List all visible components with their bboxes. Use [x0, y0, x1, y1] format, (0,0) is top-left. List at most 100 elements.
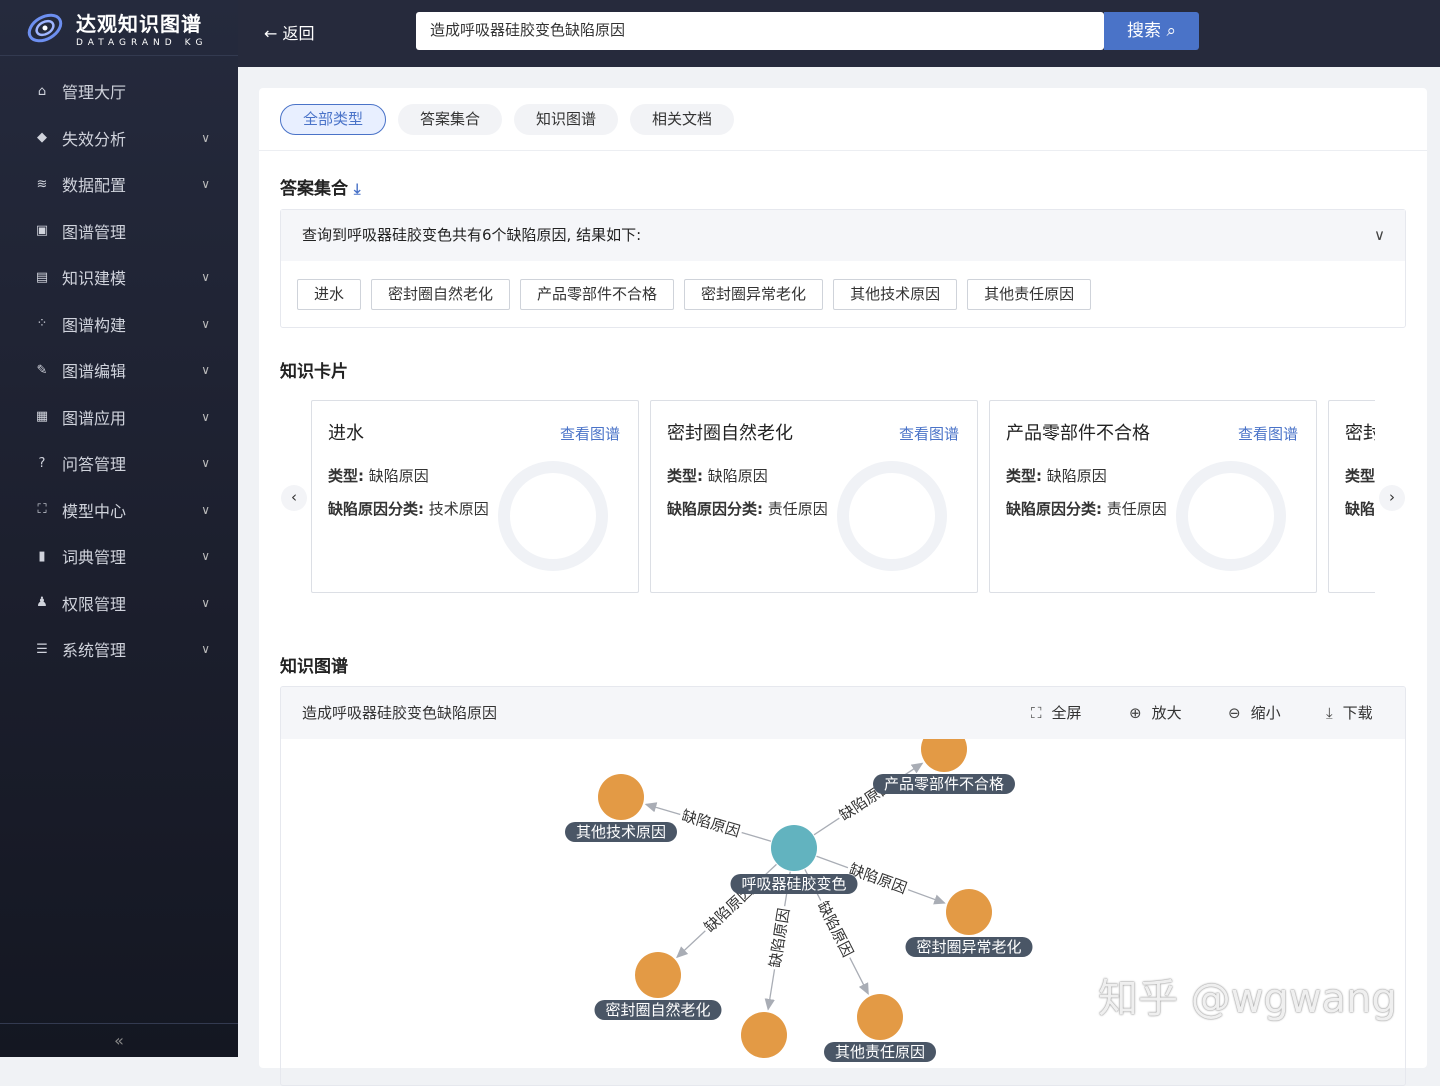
- node-label: 产品零部件不合格: [884, 775, 1004, 793]
- sidebar-item-10[interactable]: ▮词典管理∨: [0, 533, 238, 580]
- tab-3[interactable]: 相关文档: [630, 103, 735, 135]
- chevron-down-icon: ∨: [201, 130, 210, 145]
- view-graph-link[interactable]: 查看图谱: [898, 425, 959, 443]
- sidebar-item-6[interactable]: ✎ 图谱编辑 ∨: [0, 347, 238, 394]
- sidebar-item-label: 图谱编辑: [62, 362, 127, 382]
- card-type: 类型: 缺陷原因: [328, 465, 622, 486]
- cube-icon: ◆: [37, 130, 47, 146]
- view-graph-link[interactable]: 查看图谱: [559, 425, 620, 443]
- graph-node[interactable]: [598, 774, 644, 820]
- edge-label: 缺陷原因: [814, 898, 857, 960]
- graph-node[interactable]: [857, 994, 903, 1040]
- fullscreen-button[interactable]: ⛶全屏: [1031, 687, 1082, 739]
- chevron-down-icon: ∨: [201, 363, 210, 378]
- arrow-left-icon: ←: [264, 24, 278, 43]
- sidebar-item-3[interactable]: ▣图谱管理: [0, 208, 238, 255]
- node-label-bg: [905, 937, 1033, 957]
- download-button[interactable]: ⤓下载: [1326, 687, 1373, 739]
- sidebar-item-0[interactable]: ⌂ 管理大厅: [0, 68, 238, 115]
- card-type: 类型: 缺陷原因: [1006, 465, 1300, 486]
- knowledge-card: 进水 查看图谱 类型: 缺陷原因 缺陷原因分类: 技术原因: [311, 400, 639, 593]
- sidebar-item-label: 图谱应用: [62, 408, 127, 428]
- sidebar-item-12[interactable]: ☰系统管理∨: [0, 626, 238, 673]
- edit-icon: ✎: [36, 362, 48, 378]
- sidebar-item-label: 图谱管理: [62, 222, 127, 242]
- node-label: 密封圈异常老化: [916, 938, 1021, 956]
- chevron-down-icon[interactable]: ∨: [1374, 226, 1385, 244]
- chevron-down-icon: ∨: [201, 549, 210, 564]
- card-title: 产品零部件不合格: [1006, 423, 1150, 444]
- view-graph-link[interactable]: 查看图谱: [1237, 425, 1298, 443]
- graph-center-node[interactable]: [771, 825, 817, 871]
- answer-chip[interactable]: 其他技术原因: [833, 279, 958, 310]
- edge-label-bg: [765, 904, 794, 971]
- answer-chips: 进水密封圈自然老化产品零部件不合格密封圈异常老化其他技术原因其他责任原因: [281, 261, 1405, 310]
- layout-icon: ▤: [35, 269, 49, 285]
- knowledge-card: 密封圈异常老化 查看图谱 类型: 缺陷原因 缺陷原因分类:: [1328, 400, 1375, 593]
- knowledge-card: 产品零部件不合格 查看图谱 类型: 缺陷原因 缺陷原因分类: 责任原因: [989, 400, 1317, 593]
- cards-prev-button[interactable]: ‹: [281, 485, 307, 511]
- center-label-bg: [730, 874, 858, 894]
- node-label-bg: [565, 822, 677, 842]
- answer-chip[interactable]: 进水: [297, 279, 362, 310]
- tab-1[interactable]: 答案集合: [398, 103, 503, 135]
- sidebar-item-label: 管理大厅: [62, 83, 127, 103]
- answer-chip[interactable]: 密封圈异常老化: [684, 279, 824, 310]
- graph-section-title: 知识图谱: [280, 657, 348, 677]
- answer-box: 查询到呼吸器硅胶变色共有6个缺陷原因, 结果如下:∨ 进水密封圈自然老化产品零部…: [280, 209, 1406, 328]
- graph-node[interactable]: [741, 1012, 787, 1058]
- cards-next-button[interactable]: ›: [1379, 485, 1405, 511]
- node-label: 密封圈自然老化: [605, 1001, 710, 1019]
- card-title: 进水: [328, 423, 364, 444]
- model-icon: ⛶: [37, 502, 47, 518]
- search-input[interactable]: [416, 12, 1104, 50]
- sidebar-item-9[interactable]: ⛶模型中心∨: [0, 487, 238, 534]
- zoom-in-button[interactable]: ⊕放大: [1129, 687, 1182, 739]
- chevron-down-icon: ∨: [201, 409, 210, 424]
- download-icon[interactable]: ⤓: [353, 180, 361, 198]
- zoom-out-button[interactable]: ⊖缩小: [1228, 687, 1281, 739]
- sidebar-item-label: 失效分析: [62, 129, 127, 149]
- edge-label: 缺陷原因: [680, 806, 743, 840]
- card-watermark-icon: [837, 461, 947, 571]
- class-label: 缺陷原因分类:: [328, 500, 424, 518]
- edge-label-bg: [812, 896, 858, 962]
- collapse-sidebar-button[interactable]: «: [0, 1023, 238, 1057]
- card-class: 缺陷原因分类: 技术原因: [328, 498, 622, 519]
- graph-node[interactable]: [946, 889, 992, 935]
- grid-icon: ▦: [35, 409, 49, 425]
- search-button[interactable]: 搜索 ⌕: [1104, 12, 1199, 50]
- answer-chip[interactable]: 其他责任原因: [967, 279, 1092, 310]
- card-type: 类型: 缺陷原因: [667, 465, 961, 486]
- back-button[interactable]: ← 返回: [264, 20, 315, 44]
- tab-2[interactable]: 知识图谱: [514, 103, 619, 135]
- node-label-bg: [873, 774, 1015, 794]
- home-icon: ⌂: [37, 83, 47, 99]
- sidebar-item-11[interactable]: ♟权限管理∨: [0, 580, 238, 627]
- sidebar-item-4[interactable]: ▤知识建模∨: [0, 254, 238, 301]
- cards-section-title: 知识卡片: [280, 362, 348, 382]
- chevron-down-icon: ∨: [201, 595, 210, 610]
- answer-chip[interactable]: 密封圈自然老化: [371, 279, 511, 310]
- type-value: 缺陷原因: [1046, 467, 1107, 485]
- card-watermark-icon: [1176, 461, 1286, 571]
- card-title: 密封圈异常老化: [1345, 423, 1375, 444]
- sidebar-item-2[interactable]: ≋数据配置∨: [0, 161, 238, 208]
- answer-chip[interactable]: 产品零部件不合格: [520, 279, 675, 310]
- sidebar-item-5[interactable]: ⁘图谱构建∨: [0, 301, 238, 348]
- user-lock-icon: ♟: [36, 595, 48, 611]
- fullscreen-icon: ⛶: [1031, 704, 1042, 722]
- edge-label: 缺陷原因: [847, 860, 910, 898]
- sidebar-item-7[interactable]: ▦ 图谱应用 ∨: [0, 394, 238, 441]
- answer-summary[interactable]: 查询到呼吸器硅胶变色共有6个缺陷原因, 结果如下:∨: [281, 210, 1405, 261]
- graph-node[interactable]: [921, 726, 967, 772]
- search-button-label: 搜索: [1127, 21, 1162, 41]
- sidebar-item-8[interactable]: ?问答管理∨: [0, 440, 238, 487]
- sidebar-item-1[interactable]: ◆ 失效分析 ∨: [0, 115, 238, 162]
- graph-canvas[interactable]: 缺陷原因缺陷原因缺陷原因缺陷原因缺陷原因缺陷原因其他技术原因产品零部件不合格密封…: [281, 726, 1406, 1086]
- chevron-down-icon: ∨: [201, 456, 210, 471]
- graph-node[interactable]: [635, 952, 681, 998]
- tab-0[interactable]: 全部类型: [280, 103, 387, 135]
